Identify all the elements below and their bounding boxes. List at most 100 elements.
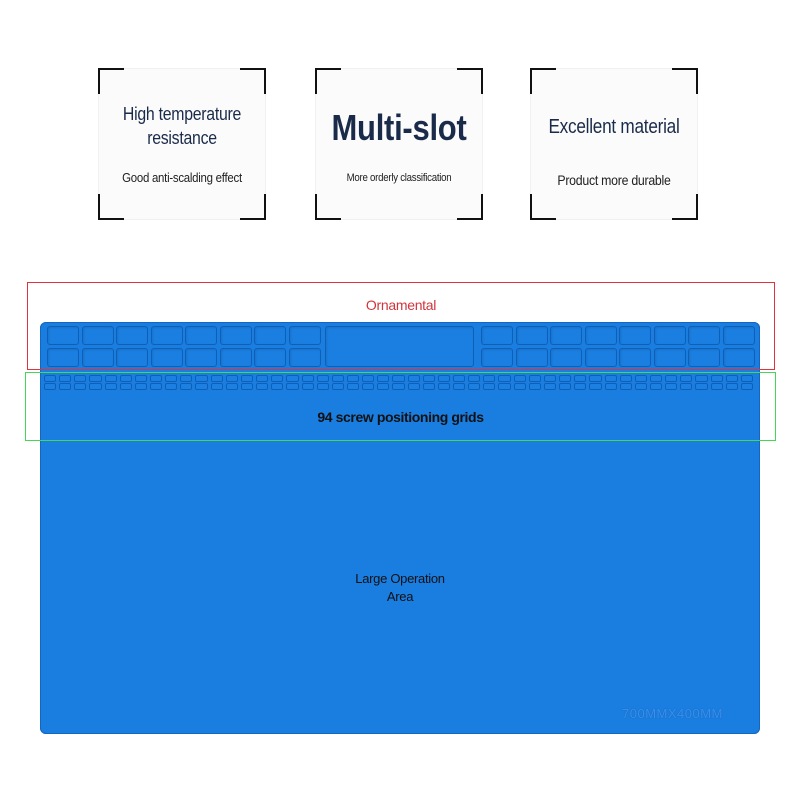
- screw-grid-cell: [377, 383, 390, 390]
- storage-slot: [81, 348, 114, 367]
- storage-slot: [254, 348, 286, 367]
- storage-slot: [584, 326, 617, 345]
- corner-bracket: [240, 194, 266, 220]
- large-storage-slot: [325, 326, 474, 367]
- screw-grid-cell: [437, 375, 450, 382]
- storage-slot: [81, 326, 114, 345]
- corner-bracket: [672, 68, 698, 94]
- feature-card-material: Excellent material Product more durable: [530, 68, 698, 220]
- screw-grid-cell: [104, 375, 117, 382]
- screw-grid-cell: [74, 375, 87, 382]
- storage-slot: [688, 348, 720, 367]
- screw-grid-cell: [559, 375, 572, 382]
- screw-grid-cell: [165, 375, 178, 382]
- screw-grid-cell: [195, 375, 208, 382]
- feature-title: Excellent material: [548, 116, 680, 138]
- operation-area-label-line1: Large Operation: [355, 571, 445, 586]
- screw-grid-cell: [513, 383, 526, 390]
- screw-grid-cell: [119, 375, 132, 382]
- storage-slot: [722, 348, 755, 367]
- screw-grid-cell: [225, 375, 238, 382]
- screw-grid-cell: [453, 375, 466, 382]
- storage-slot: [185, 326, 217, 345]
- corner-bracket: [457, 68, 483, 94]
- screw-grid-cell: [422, 375, 435, 382]
- screw-grid-cell: [619, 375, 632, 382]
- storage-slot: [688, 326, 720, 345]
- screw-grid-cell: [695, 383, 708, 390]
- feature-card-multi-slot: Multi-slot More orderly classification: [315, 68, 483, 220]
- storage-slot: [288, 348, 321, 367]
- screw-grid-cell: [437, 383, 450, 390]
- screw-grid-cell: [604, 375, 617, 382]
- feature-card-heat-resistance: High temperature resistance Good anti-sc…: [98, 68, 266, 220]
- screw-grid-cell: [150, 375, 163, 382]
- screw-grid-cell: [362, 375, 375, 382]
- storage-slot: [619, 326, 651, 345]
- screw-grid-cell: [680, 375, 693, 382]
- storage-slot: [219, 326, 252, 345]
- screw-grid-cell: [89, 383, 102, 390]
- storage-slot: [619, 348, 651, 367]
- screw-grid-cell: [543, 383, 557, 390]
- storage-slot: [515, 348, 548, 367]
- screw-grid-label: 94 screw positioning grids: [317, 409, 484, 425]
- screw-grid-cell: [574, 383, 587, 390]
- corner-bracket: [530, 68, 556, 94]
- screw-grid-cell: [59, 375, 72, 382]
- ornamental-label: Ornamental: [365, 297, 437, 313]
- screw-grid-cell: [165, 383, 178, 390]
- screw-grid-cell: [468, 383, 481, 390]
- screw-grid-cell: [680, 383, 693, 390]
- screw-grid-cell: [134, 375, 148, 382]
- screw-grid-cell: [589, 375, 602, 382]
- screw-grid-cell: [225, 383, 238, 390]
- screw-grid-cell: [44, 383, 57, 390]
- screw-grid-cell: [725, 383, 738, 390]
- screw-grid-cell: [271, 383, 284, 390]
- feature-title: Multi-slot: [331, 107, 467, 148]
- screw-grid-cell: [740, 375, 753, 382]
- screw-grid-cell: [286, 375, 299, 382]
- screw-grid-cell: [89, 375, 102, 382]
- screw-grid-cell: [256, 383, 269, 390]
- screw-grid-cell: [725, 375, 738, 382]
- screw-grid-cell: [528, 375, 541, 382]
- screw-grid-cell: [331, 375, 344, 382]
- screw-grid-cell: [316, 383, 329, 390]
- screw-grid-cell: [559, 383, 572, 390]
- screw-grid-cell: [513, 375, 526, 382]
- screw-grid-cell: [134, 383, 148, 390]
- corner-bracket: [315, 68, 341, 94]
- storage-slot: [150, 326, 183, 345]
- storage-slot: [653, 326, 686, 345]
- screw-grid-cell: [392, 375, 405, 382]
- screw-grid-cell: [195, 383, 208, 390]
- storage-slot: [150, 348, 183, 367]
- ornamental-highlight-box: Ornamental: [27, 282, 775, 370]
- screw-grid-cell: [407, 383, 420, 390]
- storage-slot: [219, 348, 252, 367]
- screw-grid-cell: [150, 383, 163, 390]
- screw-grid-cell: [574, 375, 587, 382]
- screw-grid-cell: [44, 375, 57, 382]
- screw-grid-cell: [407, 375, 420, 382]
- screw-grid-cell: [483, 375, 496, 382]
- size-embossing: 700MMX400MM: [622, 706, 723, 721]
- screw-grid-cell: [634, 383, 647, 390]
- operation-area-label: Large Operation Area: [0, 570, 800, 606]
- feature-title: High temperature resistance: [108, 102, 256, 150]
- corner-bracket: [672, 194, 698, 220]
- screw-grid-cell: [210, 375, 223, 382]
- operation-area-label-line2: Area: [386, 589, 414, 604]
- feature-subtitle: Good anti-scalding effect: [122, 170, 242, 185]
- screw-grid-cell: [346, 383, 360, 390]
- screw-grid-cell: [377, 375, 390, 382]
- screw-grid-cell: [710, 375, 723, 382]
- corner-bracket: [240, 68, 266, 94]
- screw-grid-cell: [119, 383, 132, 390]
- silicone-mat: [40, 322, 760, 734]
- screw-grid-cell: [316, 375, 329, 382]
- screw-grid-cell: [543, 375, 557, 382]
- storage-slot: [481, 348, 513, 367]
